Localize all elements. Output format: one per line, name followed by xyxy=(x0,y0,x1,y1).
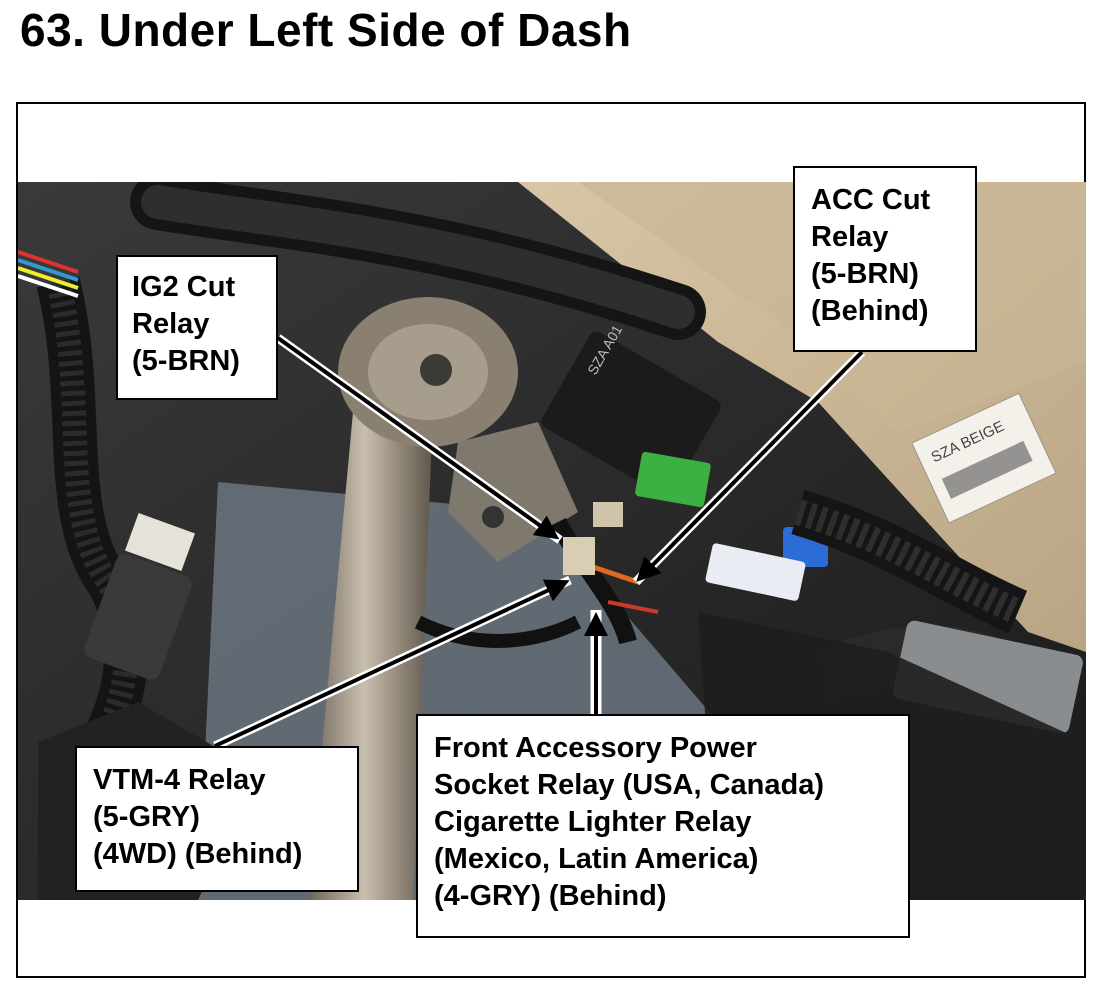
vtm-line-2: (5-GRY) xyxy=(93,801,200,833)
acc-line-2: Relay xyxy=(811,221,889,253)
front-line-3: Cigarette Lighter Relay xyxy=(434,806,752,838)
ig2-cut-relay-label: IG2 Cut Relay (5-BRN) xyxy=(116,255,278,400)
ig2-line-3: (5-BRN) xyxy=(132,345,240,377)
front-line-1: Front Accessory Power xyxy=(434,732,757,764)
front-line-4: (Mexico, Latin America) xyxy=(434,843,759,875)
acc-line-1: ACC Cut xyxy=(811,184,931,216)
acc-line-4: (Behind) xyxy=(811,295,929,327)
ig2-line-2: Relay xyxy=(132,308,210,340)
acc-cut-relay-label: ACC Cut Relay (5-BRN) (Behind) xyxy=(793,166,977,352)
front-accessory-relay-label: Front Accessory Power Socket Relay (USA,… xyxy=(416,714,910,938)
front-line-2: Socket Relay (USA, Canada) xyxy=(434,769,825,801)
acc-line-3: (5-BRN) xyxy=(811,258,919,290)
front-line-5: (4-GRY) (Behind) xyxy=(434,880,667,912)
vtm-line-1: VTM-4 Relay xyxy=(93,764,266,796)
page-title: 63. Under Left Side of Dash xyxy=(20,4,632,56)
ig2-line-1: IG2 Cut xyxy=(132,271,236,303)
vtm-line-3: (4WD) (Behind) xyxy=(93,838,303,870)
vtm4-relay-label: VTM-4 Relay (5-GRY) (4WD) (Behind) xyxy=(75,746,359,892)
